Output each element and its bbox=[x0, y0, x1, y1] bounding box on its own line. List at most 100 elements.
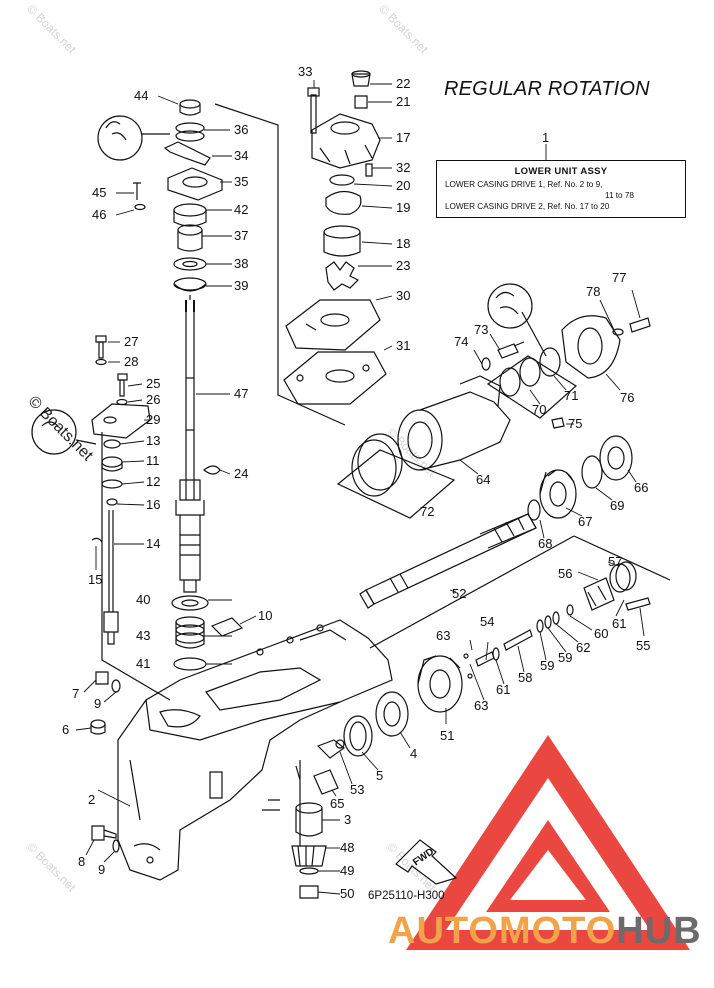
callout: 71 bbox=[564, 388, 578, 403]
callout: 30 bbox=[396, 288, 410, 303]
brand-wordmark: AUTOMOTOHUB bbox=[388, 910, 702, 953]
drive-shaft-assembly bbox=[133, 99, 223, 671]
fwd-arrow-icon bbox=[395, 839, 458, 885]
assembly-info-box: LOWER UNIT ASSY LOWER CASING DRIVE 1, Re… bbox=[436, 160, 686, 218]
callout: 51 bbox=[440, 728, 454, 743]
callout: 28 bbox=[124, 354, 138, 369]
callout: 3 bbox=[344, 812, 351, 827]
rotation-title: REGULAR ROTATION bbox=[444, 78, 650, 100]
callout: 11 bbox=[146, 453, 160, 468]
callout: 70 bbox=[532, 402, 546, 417]
callout: 63 bbox=[436, 628, 450, 643]
callout: 56 bbox=[558, 566, 572, 581]
callout: 72 bbox=[420, 504, 434, 519]
pinion-assembly bbox=[291, 739, 345, 899]
callout: 27 bbox=[124, 334, 138, 349]
callout: 39 bbox=[234, 278, 248, 293]
diagram-code: 6P25110-H300 bbox=[368, 890, 445, 902]
callout: 40 bbox=[136, 592, 150, 607]
callout: 61 bbox=[612, 616, 626, 631]
callout: 50 bbox=[340, 886, 354, 901]
callout: 58 bbox=[518, 670, 532, 685]
callout: 17 bbox=[396, 130, 410, 145]
water-pump-assembly bbox=[283, 70, 387, 405]
callout: 61 bbox=[496, 682, 510, 697]
clutch-assembly bbox=[343, 561, 651, 757]
callout: 77 bbox=[612, 270, 626, 285]
callout: 46 bbox=[92, 207, 106, 222]
callout: 45 bbox=[92, 185, 106, 200]
callout: 37 bbox=[234, 228, 248, 243]
callout: 66 bbox=[634, 480, 648, 495]
callout: 36 bbox=[234, 122, 248, 137]
callout: 10 bbox=[258, 608, 272, 623]
callout: 2 bbox=[88, 792, 95, 807]
callout: 41 bbox=[136, 656, 150, 671]
brand-part-2: HUB bbox=[616, 910, 702, 952]
callout: 48 bbox=[340, 840, 354, 855]
callout: 67 bbox=[578, 514, 592, 529]
callout: 55 bbox=[636, 638, 650, 653]
callout: 74 bbox=[454, 334, 468, 349]
callout: 73 bbox=[474, 322, 488, 337]
callout: 26 bbox=[146, 392, 160, 407]
callout: 35 bbox=[234, 174, 248, 189]
info-box-row: 11 to 78 bbox=[605, 191, 634, 200]
callout: 64 bbox=[476, 472, 490, 487]
detail-inset-icon bbox=[31, 115, 547, 455]
callout: 60 bbox=[594, 626, 608, 641]
callout: 59 bbox=[540, 658, 554, 673]
leader-lines bbox=[75, 80, 645, 895]
callout: 5 bbox=[376, 768, 383, 783]
callout: 54 bbox=[480, 614, 494, 629]
callout: 4 bbox=[410, 746, 417, 761]
callout: 43 bbox=[136, 628, 150, 643]
callout: 6 bbox=[62, 722, 69, 737]
callout: 68 bbox=[538, 536, 552, 551]
callout: 33 bbox=[298, 64, 312, 79]
propeller-shaft-housing bbox=[336, 315, 651, 521]
info-box-header: LOWER UNIT ASSY bbox=[514, 166, 608, 177]
callout: 16 bbox=[146, 497, 160, 512]
callout: 32 bbox=[396, 160, 410, 175]
callout: 38 bbox=[234, 256, 248, 271]
propeller-shaft bbox=[359, 513, 671, 649]
callout: 15 bbox=[88, 572, 102, 587]
callout: 63 bbox=[474, 698, 488, 713]
callout: 69 bbox=[610, 498, 624, 513]
callout: 75 bbox=[568, 416, 582, 431]
callout: 9 bbox=[94, 696, 101, 711]
callout: 47 bbox=[234, 386, 248, 401]
callout: 25 bbox=[146, 376, 160, 391]
callout: 1 bbox=[542, 130, 549, 145]
callout: 44 bbox=[134, 88, 148, 103]
callout: 49 bbox=[340, 863, 354, 878]
callout: 9 bbox=[98, 862, 105, 877]
callout: 62 bbox=[576, 640, 590, 655]
callout: 34 bbox=[234, 148, 248, 163]
callout: 21 bbox=[396, 94, 410, 109]
callout: 7 bbox=[72, 686, 79, 701]
callout: 8 bbox=[78, 854, 85, 869]
callout: 76 bbox=[620, 390, 634, 405]
callout: 29 bbox=[146, 412, 160, 427]
callout: 42 bbox=[234, 202, 248, 217]
info-box-row: LOWER CASING DRIVE 2, Ref. No. 17 to 20 bbox=[445, 202, 610, 211]
callout: 53 bbox=[350, 782, 364, 797]
callout: 19 bbox=[396, 200, 410, 215]
lower-casing bbox=[117, 619, 393, 881]
callout: 20 bbox=[396, 178, 410, 193]
callout: 65 bbox=[330, 796, 344, 811]
callout: 78 bbox=[586, 284, 600, 299]
brand-logo-icon bbox=[406, 735, 690, 950]
callout: 13 bbox=[146, 433, 160, 448]
callout-labels: 44 36 34 35 42 37 38 39 45 46 47 24 40 4… bbox=[62, 64, 650, 901]
shift-rod-assembly bbox=[90, 335, 244, 853]
callout: 24 bbox=[234, 466, 248, 481]
callout: 22 bbox=[396, 76, 410, 91]
callout: 12 bbox=[146, 474, 160, 489]
callout: 57 bbox=[608, 554, 622, 569]
callout: 52 bbox=[452, 586, 466, 601]
